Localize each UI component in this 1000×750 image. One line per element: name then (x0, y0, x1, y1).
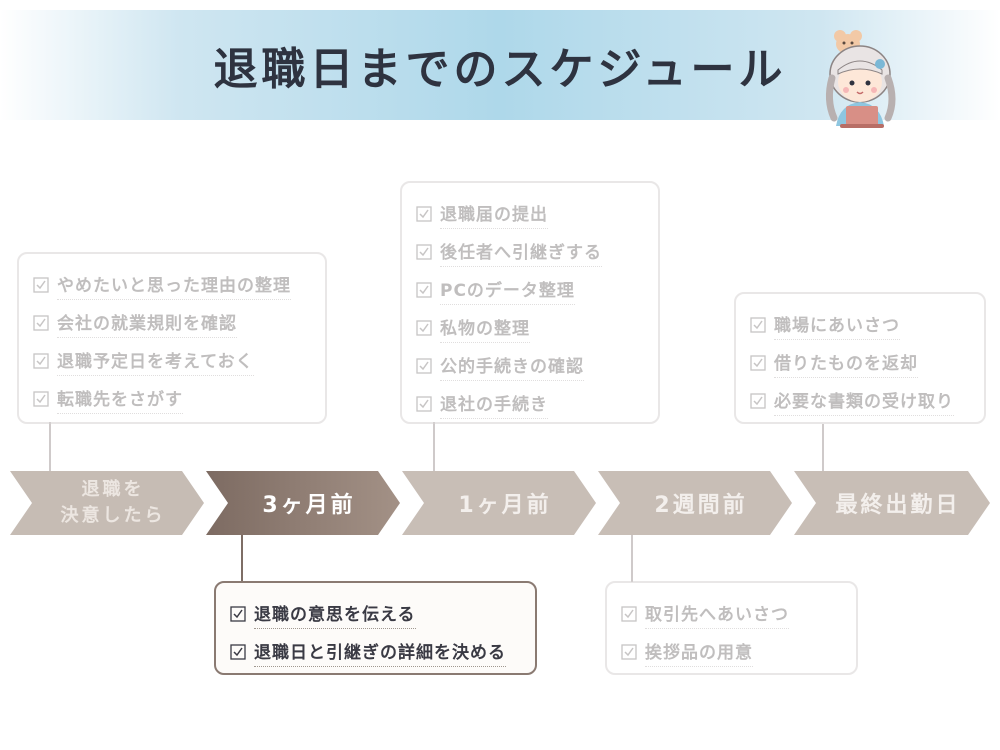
checklist-item: 公的手続きの確認 (416, 347, 644, 385)
checklist-box-stage1: やめたいと思った理由の整理 会社の就業規則を確認 退職予定日を考えておく 転職先… (17, 252, 327, 424)
checklist-item: 会社の就業規則を確認 (33, 304, 311, 342)
timeline-step-3-months: 3ヶ月前 (206, 471, 400, 535)
checklist-item: 退社の手続き (416, 385, 644, 423)
checkbox-icon (621, 644, 637, 660)
connector-line-stage3 (433, 422, 435, 472)
checkbox-icon (416, 358, 432, 374)
checklist-box-stage5: 職場にあいさつ 借りたものを返却 必要な書類の受け取り (734, 292, 986, 424)
checklist-box-stage2: 退職の意思を伝える 退職日と引継ぎの詳細を決める (214, 581, 537, 675)
checkbox-icon (33, 391, 49, 407)
checklist-box-stage4: 取引先へあいさつ 挨拶品の用意 (605, 581, 858, 675)
checklist-item: 後任者へ引継ぎする (416, 233, 644, 271)
checkbox-icon (33, 353, 49, 369)
checkbox-icon (230, 606, 246, 622)
checkbox-icon (230, 644, 246, 660)
checkbox-icon (33, 277, 49, 293)
timeline-step-decide: 退職を 決意したら (10, 471, 204, 535)
checkbox-icon (416, 396, 432, 412)
checkbox-icon (416, 206, 432, 222)
checklist-item: 退職届の提出 (416, 195, 644, 233)
checkbox-icon (750, 317, 766, 333)
checkbox-icon (33, 315, 49, 331)
header-banner: 退職日までのスケジュール (0, 10, 1000, 128)
connector-line-stage4 (631, 534, 633, 582)
connector-line-stage5 (822, 424, 824, 472)
timeline-step-1-month: 1ヶ月前 (402, 471, 596, 535)
timeline-step-last-day: 最終出勤日 (794, 471, 990, 535)
checkbox-icon (416, 320, 432, 336)
checklist-item: やめたいと思った理由の整理 (33, 266, 311, 304)
checklist-item: 取引先へあいさつ (621, 595, 842, 633)
checkbox-icon (750, 393, 766, 409)
checkbox-icon (621, 606, 637, 622)
connector-line-stage2 (241, 534, 243, 582)
checklist-item: 必要な書類の受け取り (750, 382, 970, 420)
checkbox-icon (416, 282, 432, 298)
checklist-item: 職場にあいさつ (750, 306, 970, 344)
checklist-item: 退職日と引継ぎの詳細を決める (230, 633, 521, 671)
checkbox-icon (416, 244, 432, 260)
timeline-step-2-weeks: 2週間前 (598, 471, 792, 535)
checklist-item: 転職先をさがす (33, 380, 311, 418)
page-title: 退職日までのスケジュール (213, 44, 787, 95)
checkbox-icon (750, 355, 766, 371)
checklist-item: 退職の意思を伝える (230, 595, 521, 633)
checklist-item: 挨拶品の用意 (621, 633, 842, 671)
checklist-item: PCのデータ整理 (416, 271, 644, 309)
checklist-box-stage3: 退職届の提出 後任者へ引継ぎする PCのデータ整理 私物の整理 公的手続きの確認… (400, 181, 660, 424)
checklist-item: 借りたものを返却 (750, 344, 970, 382)
checklist-item: 退職予定日を考えておく (33, 342, 311, 380)
checklist-item: 私物の整理 (416, 309, 644, 347)
connector-line-stage1 (49, 422, 51, 472)
girl-with-laptop-icon (825, 30, 896, 128)
